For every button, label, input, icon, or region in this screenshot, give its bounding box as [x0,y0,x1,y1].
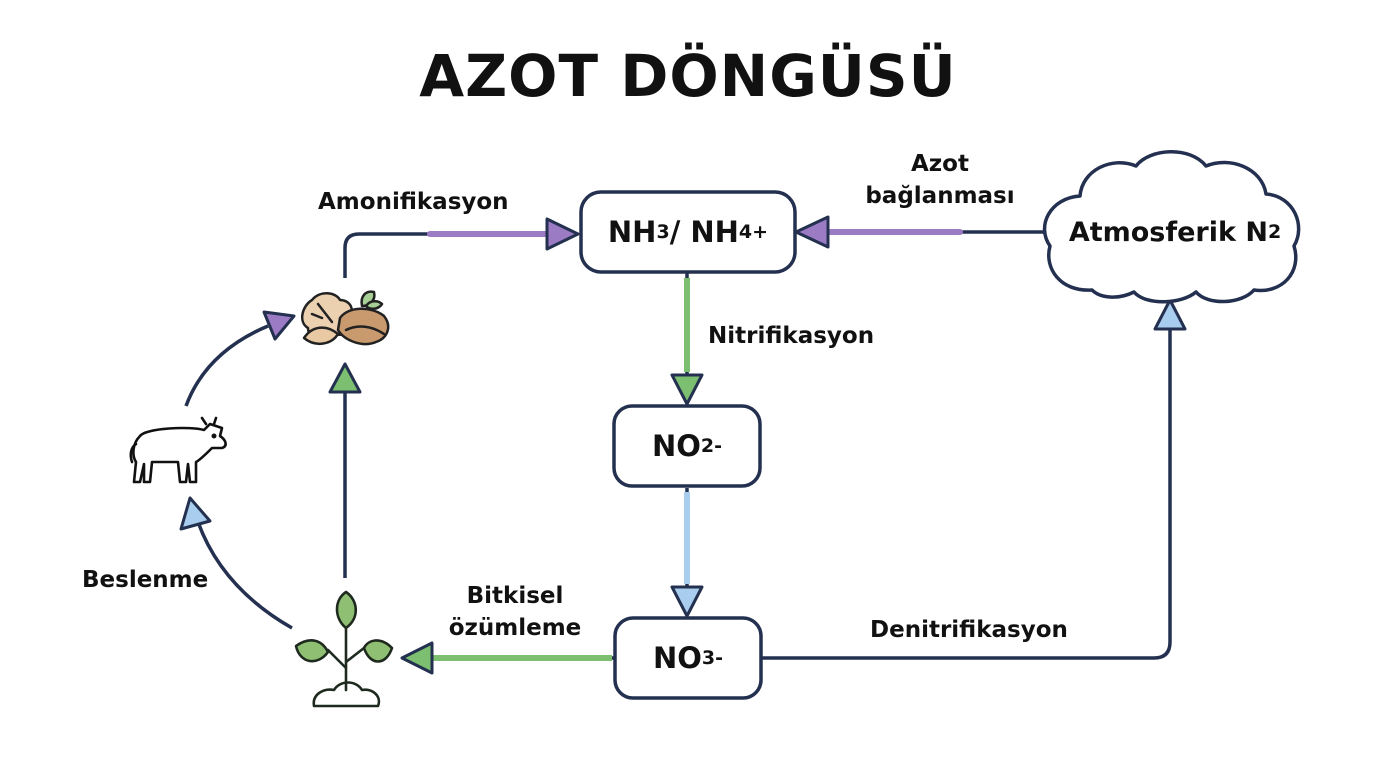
diagram-title: AZOT DÖNGÜSÜ [419,42,957,110]
ammonification-label: Amonifikasyon [318,189,509,215]
atmosphere-cloud [1042,150,1301,304]
nitrite-to-nitrate-arrow [670,488,704,618]
plant-assimilation-line1: Bitkisel [466,583,564,609]
nitrogen-fixation-line2: bağlanması [865,183,1015,209]
feeding-label: Beslenme [82,567,209,593]
ammonification-arrow [343,217,580,278]
ammonium-formula: / NH [669,215,739,249]
nitrate-box [613,616,763,700]
feeding-arrow [179,496,293,630]
nitrite-box [612,404,762,488]
nitrate-formula: NO [652,641,702,675]
plant-sprout-icon [294,590,394,708]
atmosphere-text: Atmosferik N [1068,216,1268,248]
animal-to-decomposer-arrow [184,310,296,407]
plant-assimilation-label: Bitkisel özümleme [440,580,590,644]
ammonia-box [579,190,797,274]
denitrification-label: Denitrifikasyon [870,617,1068,643]
cow-icon [129,416,227,484]
nitrogen-fixation-arrow [794,215,1044,249]
plant-to-decomposer-arrow [328,362,362,578]
nitrification-arrow [670,272,704,406]
nitrification-label: Nitrifikasyon [708,323,875,349]
decaying-leaves-icon [300,290,390,346]
denitrification-arrow [762,298,1187,660]
plant-assimilation-line2: özümleme [448,615,582,641]
nitrite-formula: NO [651,429,701,463]
plant-assimilation-arrow [400,641,615,675]
nitrogen-fixation-line1: Azot [911,151,969,177]
ammonia-formula-a: NH [607,215,657,249]
nitrogen-fixation-label: Azot bağlanması [850,148,1030,212]
